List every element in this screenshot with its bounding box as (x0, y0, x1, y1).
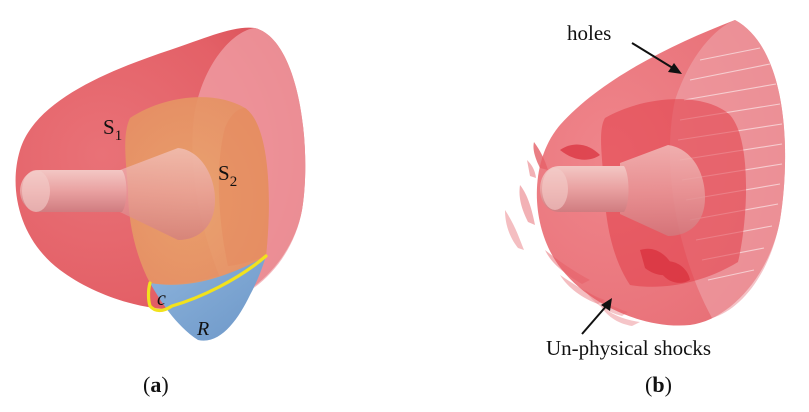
body-cylinder-tip (22, 170, 50, 212)
caption-a: (a) (143, 372, 169, 398)
label-R: R (196, 318, 209, 340)
label-c: c (157, 288, 166, 310)
annotation-holes: holes (567, 21, 611, 45)
body-cylinder-tip-b (542, 168, 568, 210)
annotation-unphysical-shocks: Un-physical shocks (546, 336, 711, 360)
panel-a: S1 S2 c R (16, 28, 306, 341)
panel-b: holes Un-physical shocks (505, 20, 785, 360)
caption-b: (b) (645, 372, 672, 398)
